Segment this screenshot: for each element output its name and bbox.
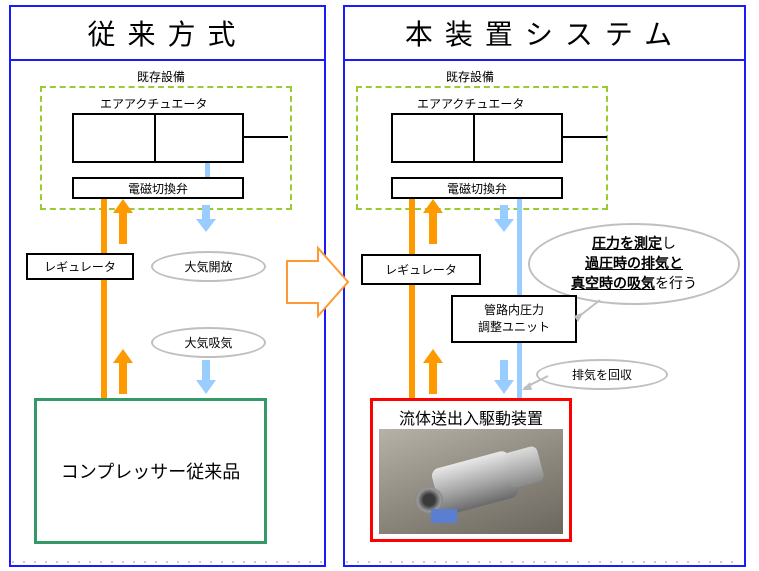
left-title-box: [9, 5, 326, 61]
right-regulator: レギュレータ: [361, 254, 481, 285]
right-actuator-cylinder: [391, 113, 563, 163]
right-exhaust-arrow-bottom: [494, 360, 514, 394]
right-exhaust-arrow-top: [494, 205, 514, 232]
left-solenoid-valve: 電磁切換弁: [72, 177, 244, 199]
callout-text-e: を行う: [655, 276, 697, 292]
right-callout-bubble: 圧力を測定し 過圧時の排気と 真空時の吸気を行う: [528, 223, 740, 305]
right-supply-arrow-top: [423, 199, 443, 244]
callout-line-3: 真空時の吸気を行う: [571, 274, 697, 294]
left-intake-air-bubble: 大気吸気: [151, 327, 266, 358]
left-existing-equipment: [40, 86, 292, 210]
right-actuator-divider: [473, 113, 475, 163]
left-compressor-label: コンプレッサー従来品: [60, 462, 241, 483]
right-actuator-label: エアアクチュエータ: [417, 97, 525, 111]
left-compressor: コンプレッサー従来品: [34, 398, 267, 544]
left-regulator: レギュレータ: [26, 253, 134, 280]
right-supply-line: [409, 199, 415, 399]
left-actuator-cylinder: [72, 113, 244, 163]
right-supply-arrow-bottom: [423, 349, 443, 394]
fluid-drive-device-label: 流体送出入駆動装置: [398, 409, 543, 428]
left-exhaust-line: [205, 163, 210, 177]
right-title-box: [343, 5, 746, 61]
callout-underline-c: 過圧時の排気と: [585, 256, 683, 272]
fluid-drive-device: 流体送出入駆動装置: [370, 398, 572, 542]
left-exhaust-arrow-bottom: [196, 360, 216, 394]
left-panel-title: 従来方式: [87, 18, 248, 51]
left-actuator-rod: [244, 136, 288, 138]
left-open-air-bubble: 大気開放: [151, 251, 266, 282]
left-exhaust-arrow-top: [196, 205, 216, 232]
recover-exhaust-bubble: 排気を回収: [536, 359, 668, 390]
device-port: [415, 487, 443, 513]
right-solenoid-valve: 電磁切換弁: [391, 177, 563, 199]
right-panel-title: 本装置システム: [404, 18, 685, 51]
callout-line-1: 圧力を測定し: [592, 234, 676, 254]
pressure-unit-line-1: 管路内圧力: [483, 303, 544, 317]
right-actuator-rod: [563, 136, 607, 138]
left-actuator-label: エアアクチュエータ: [100, 97, 208, 111]
left-supply-arrow-top: [113, 199, 133, 244]
device-base: [431, 509, 457, 523]
pressure-unit-line-2: 調整ユニット: [477, 320, 550, 334]
right-existing-equipment: [356, 86, 608, 210]
left-actuator-divider: [154, 113, 156, 163]
device-photo: [379, 429, 563, 534]
callout-underline-d: 真空時の吸気: [571, 276, 655, 292]
callout-underline-a: 圧力を測定: [592, 236, 662, 252]
left-supply-line: [101, 199, 107, 399]
left-existing-label: 既存設備: [137, 70, 186, 84]
callout-text-b: し: [662, 236, 676, 252]
right-existing-label: 既存設備: [446, 70, 495, 84]
pressure-adjust-unit: 管路内圧力 調整ユニット: [451, 295, 577, 343]
callout-line-2: 過圧時の排気と: [585, 254, 683, 274]
left-supply-arrow-bottom: [113, 349, 133, 394]
recover-pointer-head: [522, 382, 532, 390]
comparison-arrow: [286, 245, 350, 319]
callout-pointer-unit-head: [574, 312, 584, 322]
